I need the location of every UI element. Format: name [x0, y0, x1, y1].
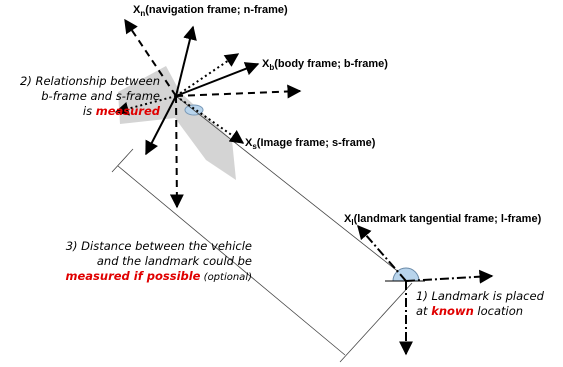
- n-frame-axes: [124, 18, 302, 209]
- distance-dimension-line: [117, 165, 346, 356]
- distance-extension-top: [111, 148, 134, 173]
- line-of-sight: [175, 95, 406, 278]
- svg-text:at known location: at known location: [416, 304, 523, 318]
- svg-text:is measured: is measured: [83, 104, 161, 118]
- distance-note: 3) Distance between the vehicle and the …: [66, 239, 252, 283]
- s-frame-axes: [114, 53, 245, 144]
- sensor-shadow: [118, 66, 236, 180]
- l-frame-label: Xl(landmark tangential frame; l-frame): [344, 213, 542, 227]
- n-frame-label: Xn(navigation frame; n-frame): [133, 4, 288, 18]
- relationship-note: 2) Relationship between b-frame and s-fr…: [20, 74, 161, 118]
- landmark-icon: [392, 267, 420, 282]
- distance-extension-bottom: [339, 282, 413, 363]
- landmark-note: 1) Landmark is placed at known location: [416, 289, 545, 318]
- b-frame-axes: [145, 25, 260, 156]
- svg-text:b-frame and s-frame: b-frame and s-frame: [41, 89, 160, 103]
- svg-text:3) Distance between the vehicl: 3) Distance between the vehicle: [66, 239, 252, 253]
- b-frame-label: Xb(body frame; b-frame): [262, 58, 388, 72]
- svg-text:measured if possible (optional: measured if possible (optional): [66, 269, 252, 283]
- svg-text:and the landmark could be: and the landmark could be: [97, 254, 252, 268]
- svg-text:1) Landmark is placed: 1) Landmark is placed: [416, 289, 545, 303]
- l-frame-axes: [357, 224, 494, 356]
- svg-text:2) Relationship between: 2) Relationship between: [20, 74, 160, 88]
- s-frame-label: Xs(Image frame; s-frame): [245, 137, 376, 151]
